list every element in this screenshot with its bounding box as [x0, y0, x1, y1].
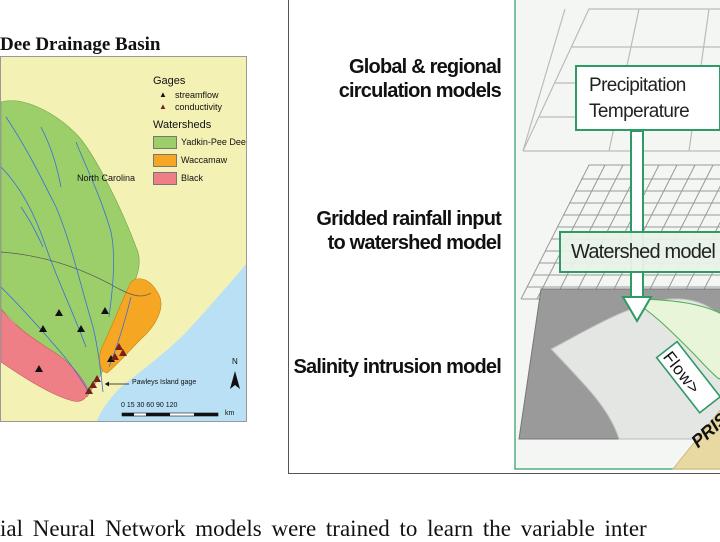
legend-label: Black [181, 173, 204, 183]
label-line: to watershed model [327, 232, 502, 254]
label-line: Global & regional [349, 56, 502, 78]
legend-label: streamflow [175, 90, 219, 100]
legend-label: conductivity [175, 102, 223, 112]
gages-heading: Gages [153, 75, 186, 87]
precipitation-label: Precipitation [589, 75, 686, 96]
legend-label: Waccamaw [181, 155, 228, 165]
north-label: N [232, 357, 238, 366]
model-chain-diagram: Global & regional circulation models Gri… [288, 0, 720, 474]
legend-item-black: Black [153, 169, 246, 187]
map-graphic [1, 57, 246, 421]
label-line: Salinity intrusion model [293, 356, 502, 378]
legend-item-yadkin: Yadkin-Pee Dee [153, 133, 246, 151]
flow-box [655, 340, 720, 414]
legend-item-streamflow: ▲ streamflow [153, 89, 246, 101]
scale-unit: km [225, 410, 235, 417]
streamflow-triangle-icon: ▲ [159, 90, 167, 99]
yadkin-swatch [153, 135, 177, 149]
prism-diamond [671, 409, 720, 470]
legend-item-conductivity: ▲ conductivity [153, 101, 246, 113]
watershed-model-label: Watershed model [571, 241, 716, 263]
legend-label: Yadkin-Pee Dee [181, 137, 246, 147]
circulation-models-label: Global & regional circulation models [338, 55, 502, 103]
label-line: Gridded rainfall input [316, 208, 501, 230]
north-carolina-label: North Carolina [77, 173, 136, 183]
map-title: Dee Drainage Basin [0, 34, 161, 55]
map-legend: Gages ▲ streamflow ▲ conductivity Waters… [153, 75, 246, 187]
drainage-basin-map: Gages ▲ streamflow ▲ conductivity Waters… [0, 56, 247, 422]
black-swatch [153, 171, 177, 185]
scale-values: 0 15 30 60 90 120 [121, 402, 178, 409]
streamflow-gages [35, 307, 115, 372]
state-border [1, 251, 152, 297]
conductivity-triangle-icon: ▲ [159, 102, 167, 111]
label-line: circulation models [338, 80, 502, 102]
legend-item-waccamaw: Waccamaw [153, 151, 246, 169]
precipitation-temperature-box: Precipitation Temperature [575, 65, 720, 131]
body-text: ial Neural Network models were trained t… [0, 516, 647, 541]
watersheds-heading: Watersheds [153, 119, 212, 131]
scale-bar [121, 412, 219, 417]
temperature-label: Temperature [589, 101, 690, 122]
waccamaw-swatch [153, 153, 177, 167]
pawleys-island-gage-label: Pawleys Island gage [132, 379, 197, 386]
rivers [1, 116, 132, 394]
conductivity-gages [85, 343, 127, 394]
watershed-outline [628, 298, 720, 380]
watershed-model-box: Watershed model [559, 231, 720, 273]
waccamaw-watershed [99, 278, 162, 374]
north-arrow [230, 371, 240, 389]
rainfall-input-label: Gridded rainfall input to watershed mode… [316, 207, 501, 255]
black-watershed [1, 308, 88, 402]
salinity-model-label: Salinity intrusion model [294, 355, 502, 379]
